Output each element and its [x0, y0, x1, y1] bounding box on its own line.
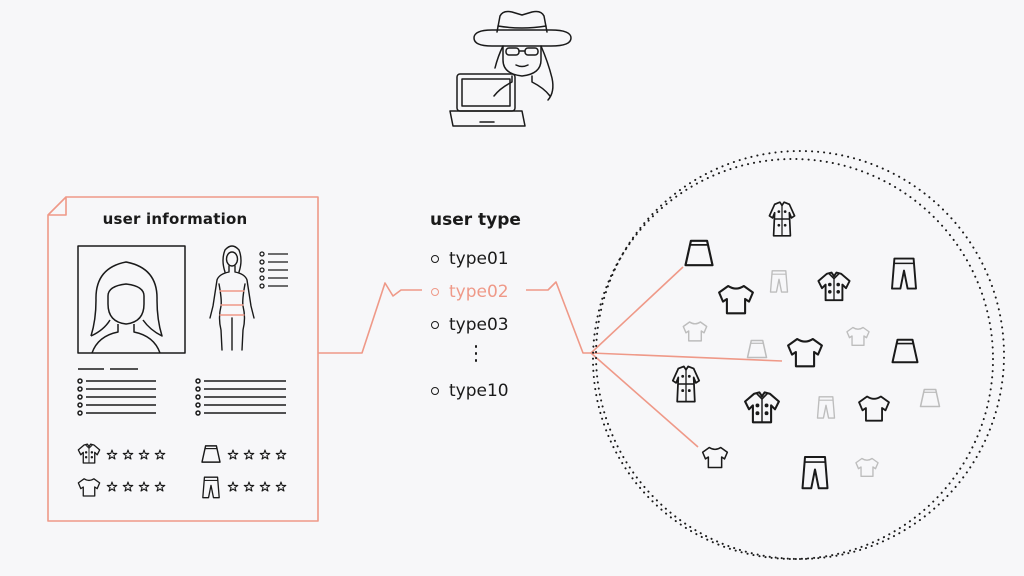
type-option-label: type02: [449, 282, 509, 302]
rating-pants-icon: [202, 476, 220, 499]
cluster-pants-icon: [816, 396, 836, 419]
type-option-label: type01: [449, 249, 509, 269]
cluster-dress-icon: [768, 201, 796, 237]
body-measurement-icon: [209, 245, 255, 351]
radio-bullet-icon: [431, 387, 439, 395]
cluster-pants-icon: [801, 456, 829, 490]
connector-card-to-type: [318, 282, 422, 354]
cluster-tshirt-icon: [701, 446, 729, 469]
type-option-type02[interactable]: type02: [430, 281, 509, 314]
clothing-cluster: [592, 150, 1005, 560]
user-type-heading: user type: [430, 210, 521, 230]
user-type-list-tail: type10: [430, 380, 509, 413]
cluster-skirt-icon: [746, 339, 768, 359]
cluster-pants-icon: [891, 257, 917, 290]
type-option-label: type03: [449, 315, 509, 335]
rating-skirt-icon: [201, 445, 221, 463]
radio-bullet-icon: [431, 321, 439, 329]
hacker-with-laptop-icon: [449, 10, 572, 127]
type-option-type03[interactable]: type03: [430, 314, 509, 347]
radio-bullet-icon: [431, 255, 439, 263]
cluster-skirt-icon: [891, 338, 919, 364]
type-option-type01[interactable]: type01: [430, 248, 509, 281]
user-information-card: [47, 196, 319, 522]
cluster-shirt-icon: [744, 391, 780, 424]
rating-tshirt-icon: [77, 478, 101, 497]
profile-details-right: [195, 378, 286, 416]
measurement-list: [259, 251, 288, 289]
user-type-list: type01 type02 type03: [430, 248, 509, 347]
connector-type-to-cluster: [526, 266, 783, 448]
cluster-tshirt-icon: [855, 457, 879, 478]
vertical-ellipsis-icon: [473, 345, 479, 369]
profile-details-left: [77, 368, 156, 416]
user-information-title: user information: [102, 210, 248, 228]
radio-bullet-icon: [431, 288, 439, 296]
cluster-dress-icon: [671, 365, 701, 403]
cluster-tshirt-icon: [682, 321, 708, 342]
cluster-shirt-icon: [817, 271, 851, 302]
cluster-pants-icon: [769, 270, 789, 293]
cluster-tshirt-icon: [718, 284, 754, 315]
type-option-label: type10: [449, 381, 509, 401]
cluster-tshirt-icon: [787, 337, 823, 368]
type-option-type10[interactable]: type10: [430, 380, 509, 413]
cluster-skirt-icon: [684, 239, 714, 267]
rating-shirt-icon: [77, 443, 101, 464]
rating-stars: [106, 449, 287, 492]
cluster-skirt-icon: [919, 388, 941, 408]
cluster-tshirt-icon: [858, 395, 890, 422]
woman-portrait-icon: [77, 245, 186, 354]
cluster-tshirt-icon: [846, 326, 870, 347]
